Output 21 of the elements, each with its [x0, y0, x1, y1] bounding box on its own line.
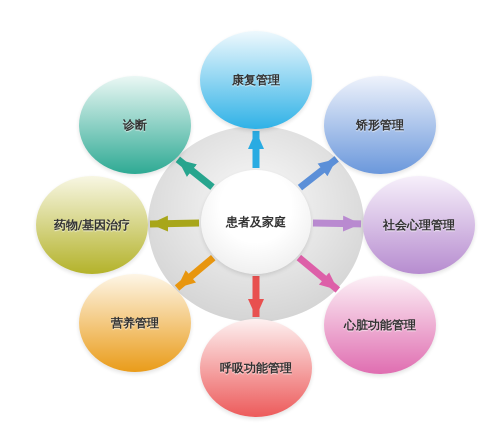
arrow — [150, 216, 200, 232]
node-label: 社会心理管理 — [383, 216, 455, 234]
node-label: 呼吸功能管理 — [220, 360, 292, 376]
node-label: 营养管理 — [111, 314, 159, 332]
node-label: 诊断 — [123, 116, 147, 134]
node-label: 心脏功能管理 — [344, 316, 416, 334]
topic-circle — [324, 276, 436, 374]
arrow — [174, 255, 216, 291]
arrow — [298, 156, 339, 190]
node-label: 药物/基因治疗 — [54, 216, 130, 234]
node-label: 患者及家庭 — [226, 214, 286, 230]
arrow — [176, 156, 215, 190]
arrow — [296, 254, 340, 293]
arrow — [248, 131, 264, 168]
topic-circle — [363, 176, 475, 274]
topic-circle — [36, 176, 148, 274]
arrow — [312, 216, 362, 232]
node-label: 矫形管理 — [356, 116, 404, 134]
arrow — [248, 276, 264, 317]
topic-circle — [79, 274, 191, 372]
node-label: 康复管理 — [232, 72, 280, 88]
